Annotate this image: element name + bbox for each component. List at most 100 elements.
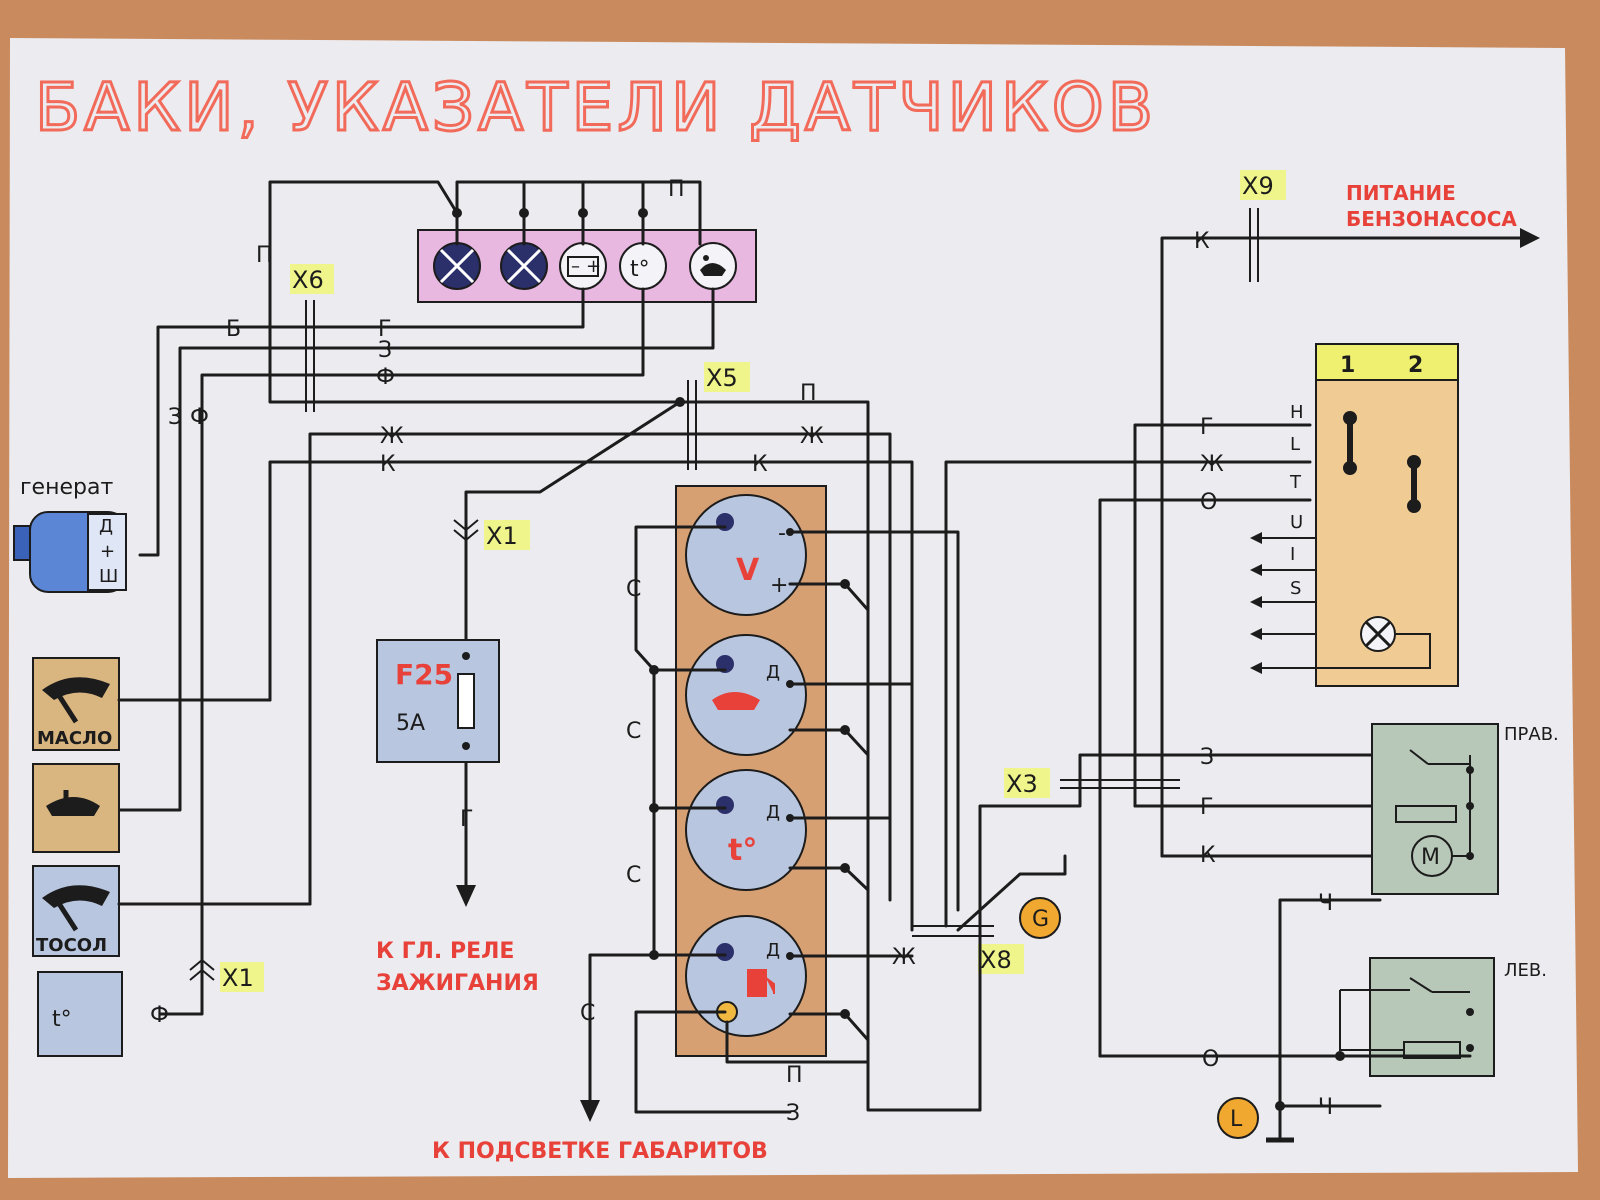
fuel-gauge: Д	[685, 915, 807, 1037]
right-tank-sender	[1371, 723, 1499, 895]
connector-x1-bottom-highlight	[220, 962, 264, 992]
wire-label-k: К	[380, 452, 396, 477]
svg-text:+: +	[586, 256, 601, 277]
fuel-pump-icon	[747, 969, 775, 997]
wire-label-z-vertical: З	[168, 405, 182, 430]
wire-label-o-tank: О	[1202, 1047, 1219, 1072]
oil-pressure-sender	[32, 763, 120, 853]
wire-label-s-3: С	[626, 863, 641, 888]
motor-label: M	[1421, 845, 1440, 870]
ignition-label-line1: К ГЛ. РЕЛЕ	[376, 939, 514, 964]
wire-label-zh-switch: Ж	[1200, 452, 1224, 477]
switch-pos-s: S	[1290, 578, 1301, 599]
ignition-label-line2: ЗАЖИГАНИЯ	[376, 971, 539, 996]
connector-x3-highlight	[1004, 768, 1050, 798]
connector-x1-arrows-top	[453, 519, 479, 542]
page-title: БАКИ, УКАЗАТЕЛИ ДАТЧИКОВ	[35, 69, 1157, 146]
switch-col-2: 2	[1408, 353, 1423, 378]
svg-text:+: +	[100, 541, 115, 562]
wire-label-f-vertical: Ф	[190, 405, 209, 430]
wire-label-p-bottom: П	[786, 1063, 803, 1088]
wire-label-p-left: П	[256, 243, 273, 268]
oil-pressure-gauge: Д	[685, 634, 807, 756]
svg-text:Д: Д	[766, 662, 780, 683]
wire-o-right	[1098, 498, 1312, 1058]
gauge-light-icon-4	[716, 943, 734, 961]
wire-label-g-switch: Г	[1200, 415, 1213, 440]
wire-label-zh-fuel: Ж	[892, 945, 916, 970]
right-tank-float-icon	[1395, 749, 1470, 823]
generator-label: генерат	[20, 475, 113, 500]
fuse-rating: 5А	[396, 711, 425, 736]
wire-label-zh: Ж	[380, 424, 404, 449]
wire-label-f-sender: Ф	[150, 1003, 169, 1028]
voltmeter-plus: +	[770, 573, 788, 598]
connector-x6-bars	[305, 300, 315, 412]
warning-lamp-1-icon	[433, 242, 481, 290]
g-ground-badge	[1019, 897, 1061, 939]
wire-label-ch-bottom: Ч	[1318, 1095, 1333, 1120]
wire-k	[268, 460, 914, 932]
switch-col-1: 1	[1340, 353, 1355, 378]
switch-outputs	[1262, 537, 1431, 669]
switch-pos-h: H	[1290, 402, 1304, 423]
switch-output-arrows-icon	[1250, 532, 1262, 674]
coolant-temp-sender: t°	[37, 971, 123, 1057]
connector-x9-bars	[1249, 208, 1259, 282]
svg-text:Ш: Ш	[99, 566, 118, 587]
left-tank-float-icon	[1339, 977, 1470, 1059]
right-tank-label: ПРАВ.	[1504, 724, 1559, 745]
temp-sender-symbol: t°	[52, 1007, 72, 1032]
wire-z	[108, 287, 715, 812]
switch-lamp-icon	[1360, 616, 1396, 652]
wire-label-b: Б	[226, 317, 241, 342]
wire-s-bus	[588, 525, 727, 1102]
wire-label-s-2: С	[626, 719, 641, 744]
oil-can-icon	[46, 797, 100, 816]
wire-volt-minus	[788, 530, 960, 912]
wire-label-s-4: С	[580, 1001, 595, 1026]
svg-text:Д: Д	[99, 516, 113, 537]
oil-gauge-label: МАСЛО	[37, 728, 112, 749]
voltmeter-gauge: V - +	[685, 494, 807, 616]
wire-label-z-bottom: З	[786, 1101, 800, 1126]
fuse-name: F25	[395, 658, 453, 691]
wire-label-k-right: К	[752, 452, 768, 477]
svg-text:Д: Д	[766, 940, 780, 961]
wire-label-p-right: П	[800, 381, 817, 406]
connector-x1-bottom: Х1	[222, 964, 254, 992]
wire-z-tank	[978, 753, 1472, 1112]
g-ground-label: G	[1032, 907, 1049, 932]
warning-lamp-2-icon	[500, 242, 548, 290]
wire-ch-right	[1278, 898, 1382, 1142]
wire-top-bus	[268, 180, 702, 390]
oil-can-red-icon	[712, 692, 760, 710]
oil-pressure-warning-icon	[689, 242, 737, 290]
wire-ground-g	[956, 854, 1067, 932]
switch-pos-t: T	[1289, 472, 1302, 493]
connector-x5: Х5	[706, 364, 738, 392]
wire-g-right	[1133, 423, 1312, 808]
fuse-box	[376, 639, 500, 763]
temperature-warning-icon: t°	[619, 242, 667, 290]
gauge-light-icon-3	[716, 796, 734, 814]
coolant-temp-gauge-sender: ТОСОЛ	[32, 865, 120, 957]
marker-lights-arrow-icon	[580, 1100, 600, 1122]
voltmeter-symbol: V	[736, 553, 760, 588]
left-tank-label: ЛЕВ.	[1504, 960, 1547, 981]
battery-warning-icon: – +	[559, 242, 607, 290]
switch-pos-i: I	[1290, 544, 1295, 565]
connector-x8: Х8	[980, 946, 1012, 974]
wire-k-right	[1160, 236, 1522, 858]
connector-x1-top: Х1	[486, 522, 518, 550]
coolant-temp-gauge: t° Д	[685, 769, 807, 891]
connector-x6: Х6	[292, 266, 324, 294]
switch-pos-u: U	[1290, 512, 1303, 533]
wire-label-z-tank: З	[1200, 745, 1214, 770]
wire-label-k-top: К	[1194, 229, 1210, 254]
wire-label-p-top: П	[668, 177, 685, 202]
switch-header	[1315, 343, 1459, 381]
coolant-gauge-label: ТОСОЛ	[36, 935, 107, 956]
temp-gauge-symbol: t°	[728, 833, 757, 868]
wire-reserve-lamp	[725, 1020, 832, 1064]
